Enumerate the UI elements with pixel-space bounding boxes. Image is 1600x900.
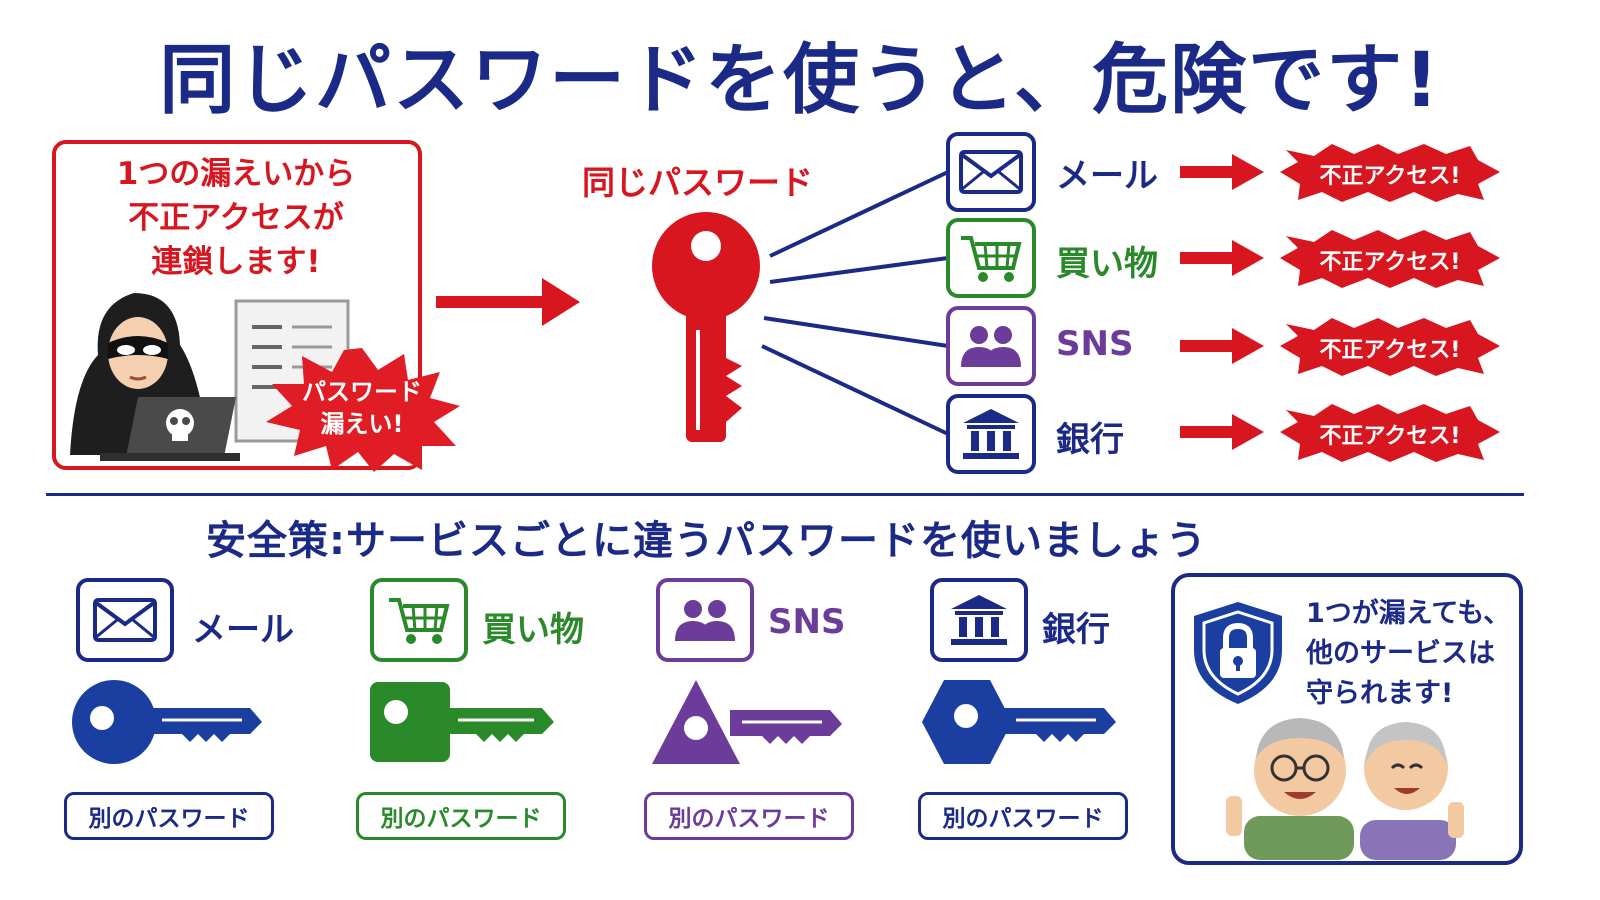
hexagon-key-icon (922, 680, 1116, 764)
arrow-right-icon (1180, 328, 1264, 364)
green-key-icon (370, 682, 554, 762)
different-password-label: 別のパスワード (644, 792, 854, 840)
elderly-woman-icon (1360, 722, 1464, 860)
bottom-shopping-label: 買い物 (482, 610, 584, 650)
envelope-icon (959, 150, 1023, 194)
cart-icon (389, 598, 450, 644)
service-sns-icon-box (946, 306, 1036, 386)
unauthorized-label: 不正アクセス! (1319, 424, 1461, 449)
protect-line: 他のサービスは (1306, 638, 1495, 669)
users-icon (675, 600, 735, 641)
service-mail-label: メール (1056, 156, 1158, 196)
service-bank-icon-box (946, 394, 1036, 474)
protect-text: 1つが漏えても、 他のサービスは 守られます! (1306, 594, 1510, 714)
unauthorized-burst (1280, 404, 1500, 462)
bottom-bank-icon-box (930, 578, 1028, 662)
elderly-man-icon (1226, 718, 1354, 860)
unauthorized-label: 不正アクセス! (1319, 164, 1461, 189)
cart-icon (961, 236, 1022, 282)
same-password-label: 同じパスワード (582, 163, 813, 202)
protect-line: 守られます! (1306, 678, 1454, 709)
elderly-couple-illustration (1226, 718, 1464, 860)
warning-line: 連鎖します! (151, 244, 321, 280)
different-password-label: 別のパスワード (356, 792, 566, 840)
envelope-icon (93, 598, 157, 642)
leak-burst-line: 漏えい! (320, 410, 404, 438)
arrow-right-icon (1180, 414, 1264, 450)
arrow-right-icon (1180, 154, 1264, 190)
unauthorized-label: 不正アクセス! (1319, 250, 1461, 275)
unauthorized-burst (1280, 318, 1500, 376)
hacker-illustration (70, 293, 350, 461)
warning-line: 不正アクセスが (128, 200, 344, 236)
page-title: 同じパスワードを使うと、危険です! (159, 35, 1441, 124)
bottom-mail-icon-box (76, 578, 174, 662)
users-icon (961, 326, 1021, 367)
unauthorized-label: 不正アクセス! (1319, 338, 1461, 363)
leak-burst-text: パスワード 漏えい! (280, 376, 444, 440)
service-bank-label: 銀行 (1056, 420, 1124, 460)
leak-burst (266, 348, 460, 472)
leak-burst-line: パスワード (302, 378, 422, 406)
safety-title: 安全策:サービスごとに違うパスワードを使いましょう (206, 518, 1207, 564)
service-shopping-icon-box (946, 218, 1036, 298)
protect-line: 1つが漏えても、 (1306, 598, 1511, 629)
warning-line: 1つの漏えいから (116, 156, 356, 192)
bottom-shopping-icon-box (370, 578, 468, 662)
unauthorized-burst (1280, 144, 1500, 202)
unauthorized-burst (1280, 230, 1500, 288)
purple-key-icon (652, 680, 842, 764)
bottom-sns-icon-box (656, 578, 754, 662)
service-sns-label: SNS (1056, 324, 1134, 364)
arrow-right-icon (1180, 240, 1264, 276)
different-password-label: 別のパスワード (918, 792, 1128, 840)
bottom-bank-label: 銀行 (1042, 610, 1110, 650)
service-mail-icon-box (946, 132, 1036, 212)
shield-lock-icon (1194, 602, 1282, 704)
blue-key-icon (72, 680, 262, 764)
service-shopping-label: 買い物 (1056, 244, 1158, 284)
laptop-icon (100, 397, 240, 461)
bottom-mail-label: メール (192, 610, 294, 650)
bank-icon (951, 595, 1007, 645)
warning-text: 1つの漏えいから 不正アクセスが 連鎖します! (56, 152, 416, 284)
arrow-right-icon (436, 278, 580, 326)
red-key-icon (652, 212, 760, 442)
bank-icon (963, 409, 1019, 459)
section-divider (46, 493, 1524, 496)
bottom-sns-label: SNS (768, 602, 846, 642)
connector-lines (761, 170, 949, 436)
different-password-label: 別のパスワード (64, 792, 274, 840)
